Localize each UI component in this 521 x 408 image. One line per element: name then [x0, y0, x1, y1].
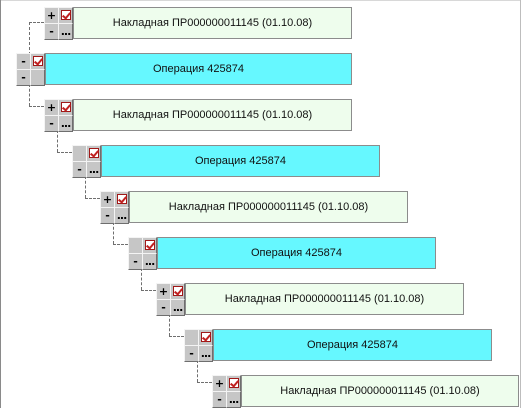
- more-button[interactable]: ...: [114, 207, 129, 224]
- frame-left-border: [0, 0, 1, 408]
- tree-node-operation: - ... Операция 425874: [72, 145, 380, 178]
- tree-node-invoice: + - ... Накладная ПР000000011145 (01.10.…: [100, 191, 408, 224]
- node-title[interactable]: Операция 425874: [45, 53, 352, 85]
- checkbox-checked-icon: [228, 378, 239, 388]
- node-title[interactable]: Накладная ПР000000011145 (01.10.08): [73, 7, 352, 39]
- tree-connector: [113, 244, 128, 245]
- node-controls: + - ...: [44, 99, 73, 132]
- more-button[interactable]: [30, 69, 45, 86]
- more-button[interactable]: ...: [142, 253, 157, 270]
- tree-connector: [57, 130, 58, 152]
- collapse-button[interactable]: -: [44, 115, 59, 132]
- tree-node-invoice: + - ... Накладная ПР000000011145 (01.10.…: [212, 375, 519, 408]
- tree-node-invoice: + - ... Накладная ПР000000011145 (01.10.…: [156, 283, 464, 316]
- collapse-button[interactable]: -: [184, 345, 199, 362]
- tree-node-invoice: + - ... Накладная ПР000000011145 (01.10.…: [44, 7, 352, 40]
- checkbox-checked-icon: [116, 194, 127, 204]
- checkbox-checked-icon: [200, 332, 211, 342]
- node-controls: - ...: [72, 145, 101, 178]
- collapse-button[interactable]: -: [72, 161, 87, 178]
- node-controls: + - ...: [100, 191, 129, 224]
- tree-connector: [141, 290, 156, 291]
- more-button[interactable]: ...: [58, 23, 73, 40]
- node-title[interactable]: Накладная ПР000000011145 (01.10.08): [241, 375, 519, 407]
- expand-button[interactable]: +: [44, 7, 59, 24]
- tree-connector: [169, 314, 170, 336]
- collapse-button[interactable]: -: [128, 253, 143, 270]
- more-button[interactable]: ...: [226, 391, 241, 408]
- tree-node-invoice: + - ... Накладная ПР000000011145 (01.10.…: [44, 99, 352, 132]
- more-button[interactable]: ...: [58, 115, 73, 132]
- tree-connector: [169, 336, 184, 337]
- tree-node-operation: - ... Операция 425874: [184, 329, 492, 362]
- node-title[interactable]: Накладная ПР000000011145 (01.10.08): [73, 99, 352, 131]
- tree-connector: [85, 198, 100, 199]
- checkbox-checked-icon: [172, 286, 183, 296]
- node-title[interactable]: Накладная ПР000000011145 (01.10.08): [129, 191, 408, 223]
- node-title[interactable]: Накладная ПР000000011145 (01.10.08): [185, 283, 464, 315]
- node-controls: + - ...: [44, 7, 73, 40]
- expand-button[interactable]: [128, 237, 143, 254]
- checkbox-checked-icon: [60, 10, 71, 20]
- expand-button[interactable]: +: [44, 99, 59, 116]
- expand-button[interactable]: +: [100, 191, 115, 208]
- expand-button[interactable]: +: [212, 375, 227, 392]
- collapse-button[interactable]: -: [212, 391, 227, 408]
- expand-button[interactable]: [72, 145, 87, 162]
- select-checkbox[interactable]: [170, 283, 185, 300]
- more-button[interactable]: ...: [170, 299, 185, 316]
- node-controls: - -: [16, 53, 45, 86]
- collapse-button[interactable]: -: [16, 69, 31, 86]
- expand-button[interactable]: [184, 329, 199, 346]
- tree-connector: [85, 176, 86, 198]
- more-button[interactable]: ...: [198, 345, 213, 362]
- node-title[interactable]: Операция 425874: [101, 145, 380, 177]
- frame-top-border: [0, 0, 521, 1]
- collapse-button[interactable]: -: [100, 207, 115, 224]
- node-title[interactable]: Операция 425874: [157, 237, 436, 269]
- node-controls: + - ...: [156, 283, 185, 316]
- node-controls: + - ...: [212, 375, 241, 408]
- tree-connector: [57, 152, 72, 153]
- checkbox-checked-icon: [32, 56, 43, 66]
- tree-connector: [141, 268, 142, 290]
- tree-node-operation: - ... Операция 425874: [128, 237, 436, 270]
- select-checkbox[interactable]: [86, 145, 101, 162]
- select-checkbox[interactable]: [114, 191, 129, 208]
- select-checkbox[interactable]: [58, 7, 73, 24]
- collapse-button[interactable]: -: [44, 23, 59, 40]
- checkbox-checked-icon: [144, 240, 155, 250]
- collapse-button[interactable]: -: [156, 299, 171, 316]
- expand-button[interactable]: +: [156, 283, 171, 300]
- tree-connector: [197, 382, 212, 383]
- more-button[interactable]: ...: [86, 161, 101, 178]
- tree-connector: [113, 222, 114, 244]
- select-checkbox[interactable]: [226, 375, 241, 392]
- node-title[interactable]: Операция 425874: [213, 329, 492, 361]
- tree-connector: [29, 106, 44, 107]
- tree-connector: [29, 22, 30, 60]
- tree-node-operation: - - Операция 425874: [16, 53, 352, 86]
- checkbox-checked-icon: [88, 148, 99, 158]
- select-checkbox[interactable]: [30, 53, 45, 70]
- node-controls: - ...: [184, 329, 213, 362]
- tree-connector: [197, 360, 198, 382]
- tree-connector: [29, 22, 44, 23]
- collapse-button[interactable]: -: [16, 53, 31, 70]
- checkbox-checked-icon: [60, 102, 71, 112]
- select-checkbox[interactable]: [58, 99, 73, 116]
- select-checkbox[interactable]: [142, 237, 157, 254]
- tree-connector: [29, 84, 30, 106]
- select-checkbox[interactable]: [198, 329, 213, 346]
- node-controls: - ...: [128, 237, 157, 270]
